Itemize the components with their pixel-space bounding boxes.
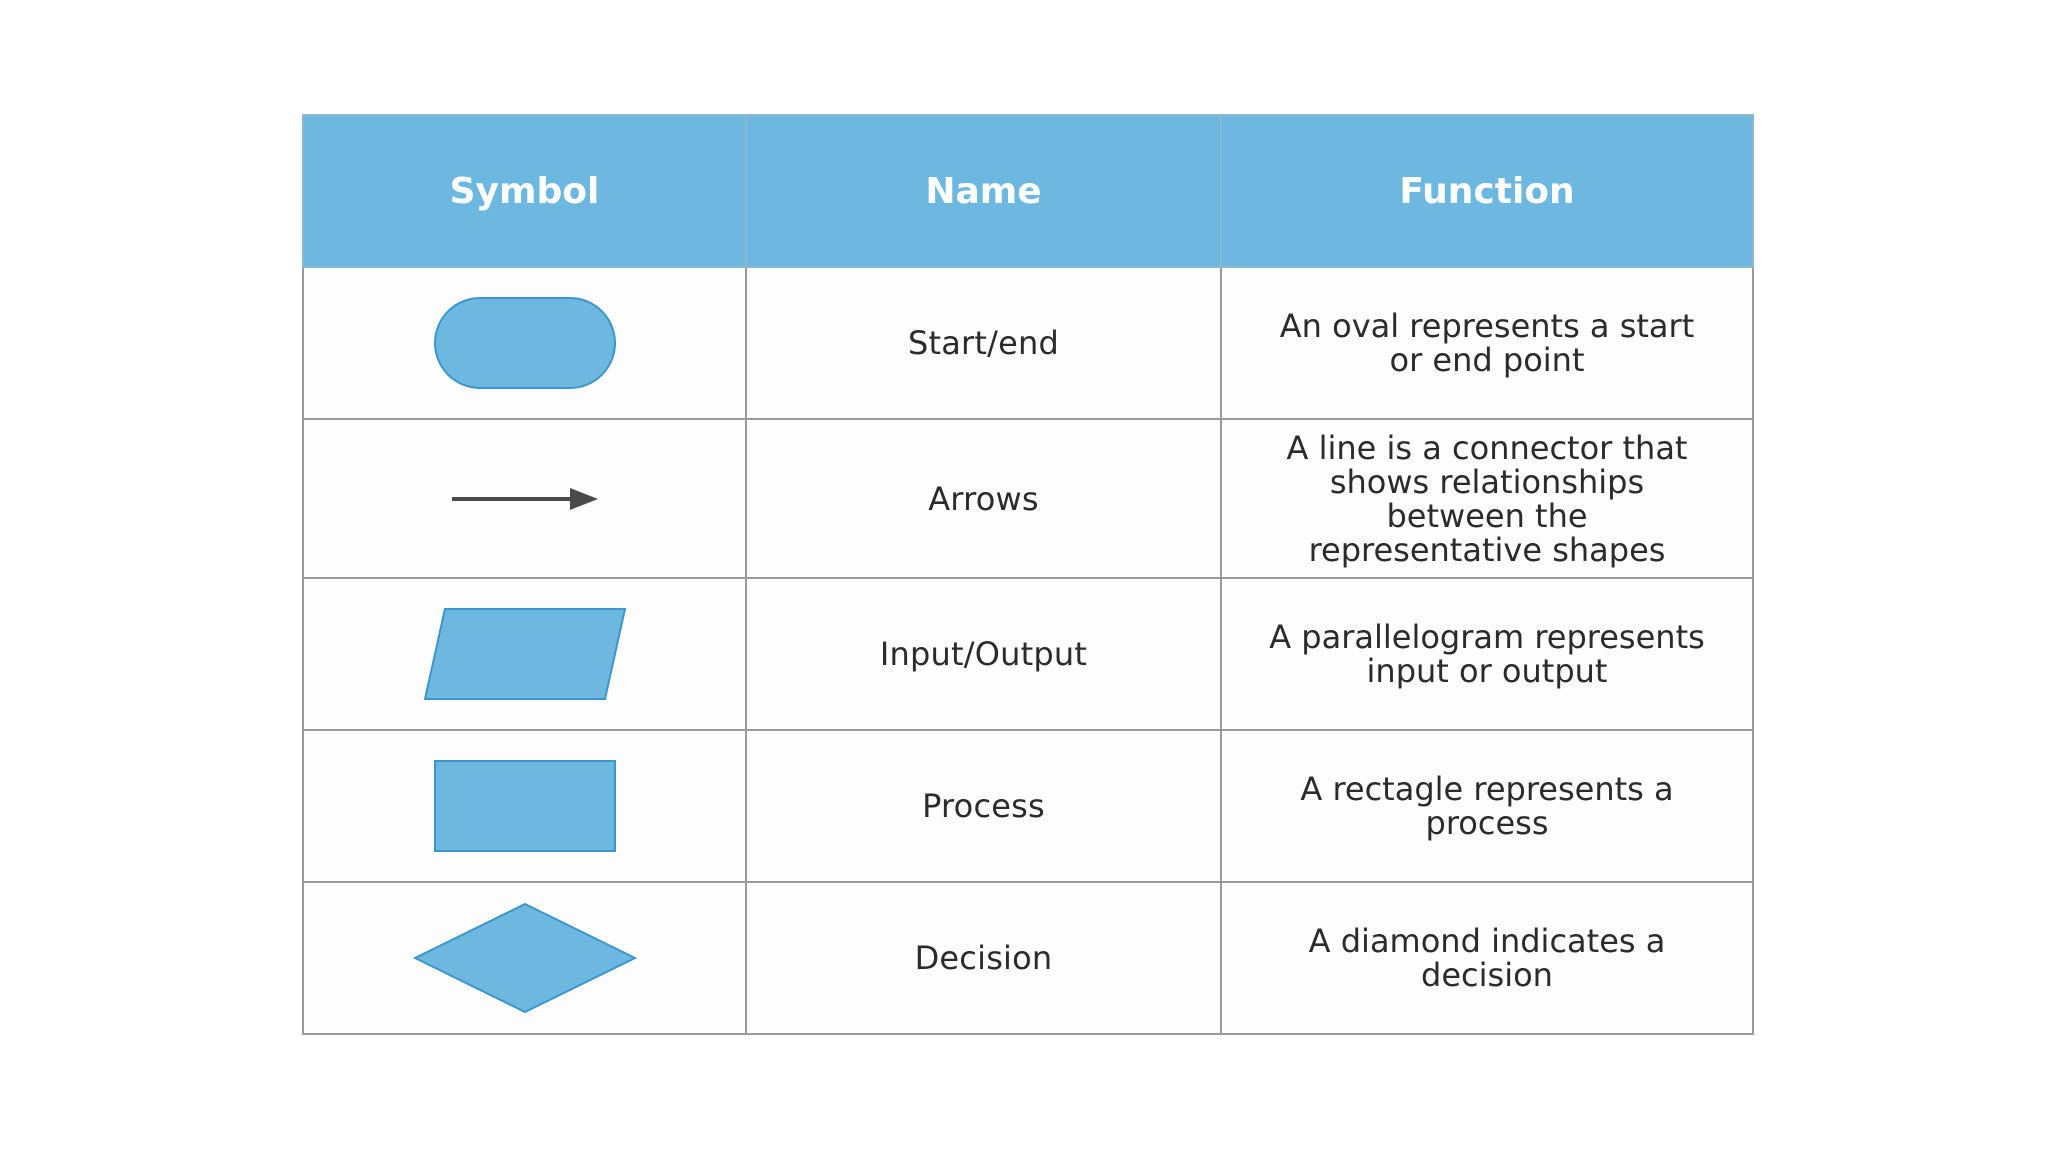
header-row: Symbol Name Function	[302, 114, 1754, 268]
function-cell: A rectagle represents a process	[1220, 729, 1754, 883]
header-function: Function	[1220, 114, 1754, 268]
header-name: Name	[745, 114, 1222, 268]
name-cell: Process	[745, 729, 1222, 883]
function-text: A parallelogram represents input or outp…	[1269, 618, 1705, 690]
table-row-decision: Decision A diamond indicates a decision	[302, 881, 1754, 1035]
function-cell: A parallelogram represents input or outp…	[1220, 577, 1754, 731]
table-row-process: Process A rectagle represents a process	[302, 729, 1754, 883]
function-text: A diamond indicates a decision	[1308, 922, 1666, 994]
rectangle-icon	[433, 760, 616, 852]
arrow-right-icon	[451, 487, 598, 510]
symbol-cell	[302, 266, 747, 420]
name-cell: Decision	[745, 881, 1222, 1035]
symbol-cell	[302, 577, 747, 731]
table-row-start-end: Start/end An oval represents a start or …	[302, 266, 1754, 420]
diamond-icon	[412, 902, 637, 1014]
function-text: An oval represents a start or end point	[1279, 307, 1695, 379]
parallelogram-icon	[423, 608, 626, 700]
symbol-cell	[302, 881, 747, 1035]
flowchart-symbols-table: Symbol Name Function Start/end An oval r…	[302, 114, 1754, 1035]
name-cell: Arrows	[745, 418, 1222, 579]
name-cell: Input/Output	[745, 577, 1222, 731]
name-cell: Start/end	[745, 266, 1222, 420]
symbol-cell	[302, 729, 747, 883]
function-text: A rectagle represents a process	[1300, 770, 1674, 842]
function-text: A line is a connector that shows relatio…	[1286, 428, 1688, 569]
function-cell: A line is a connector that shows relatio…	[1220, 418, 1754, 579]
function-cell: An oval represents a start or end point	[1220, 266, 1754, 420]
header-symbol: Symbol	[302, 114, 747, 268]
symbol-cell	[302, 418, 747, 579]
table-row-arrows: Arrows A line is a connector that shows …	[302, 418, 1754, 579]
table-row-input-output: Input/Output A parallelogram represents …	[302, 577, 1754, 731]
function-cell: A diamond indicates a decision	[1220, 881, 1754, 1035]
oval-icon	[433, 297, 616, 389]
